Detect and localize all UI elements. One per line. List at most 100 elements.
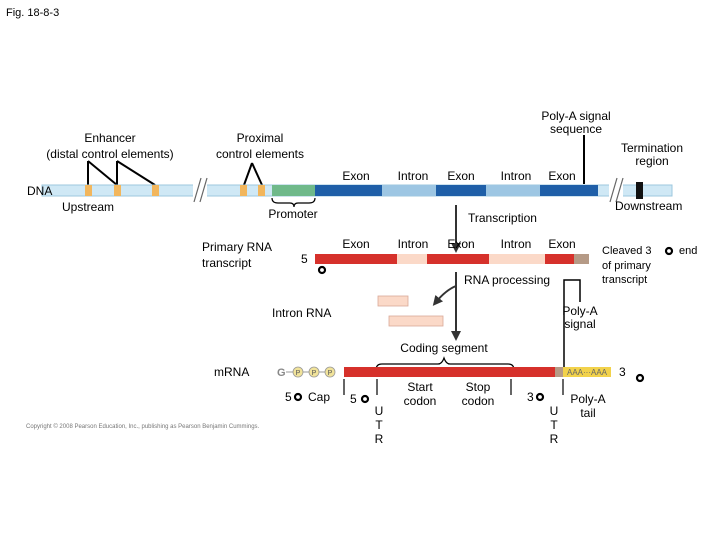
polya-sequence-dna — [584, 185, 598, 196]
dna-exon-label: Exon — [447, 169, 474, 183]
proximal-element — [258, 185, 265, 196]
intron-rna-label: Intron RNA — [272, 306, 331, 320]
proximal-label-sub: control elements — [216, 147, 304, 161]
exon-3-dna — [540, 185, 584, 196]
dna-label: DNA — [27, 184, 52, 198]
stop-codon-label-sub: codon — [462, 394, 495, 408]
rna-polya-signal — [574, 254, 589, 264]
enhancer-label: Enhancer — [84, 131, 135, 145]
intron-rna-fragment — [377, 295, 409, 307]
termination-label-sub: region — [635, 154, 668, 168]
mrna-three-end: 3 — [619, 365, 626, 379]
rna-exon-3 — [545, 254, 574, 264]
dna-intron-label: Intron — [501, 169, 532, 183]
five-utr-num: 5 — [350, 392, 357, 406]
cap-label: Cap — [308, 390, 330, 404]
rna-intron-2 — [489, 254, 545, 264]
enhancer-element — [114, 185, 121, 196]
five-utr — [344, 367, 377, 377]
rna-intron-label: Intron — [398, 237, 429, 251]
dna-intron-label: Intron — [398, 169, 429, 183]
downstream-label: Downstream — [615, 199, 682, 213]
proximal-element — [240, 185, 247, 196]
dna-exon-label: Exon — [548, 169, 575, 183]
intron-2-dna — [486, 185, 540, 196]
termination-region — [636, 182, 643, 199]
cleaved-label: Cleaved 3 — [602, 245, 652, 257]
start-codon-label-sub: codon — [404, 394, 437, 408]
cap-phosphate — [292, 366, 304, 378]
prime-mark-icon — [635, 373, 645, 383]
rna-exon-label: Exon — [447, 237, 474, 251]
three-utr-letter: U — [550, 404, 559, 418]
start-codon-label: Start — [407, 380, 433, 394]
rna-intron-1 — [397, 254, 427, 264]
rna-exon-label: Exon — [548, 237, 575, 251]
prime-mark-icon — [535, 392, 545, 402]
dna-break-left — [193, 177, 208, 203]
three-utr-letter: R — [550, 432, 559, 446]
dna-break-right — [609, 177, 624, 203]
polya-signal-label-sub: signal — [564, 317, 595, 331]
stop-codon-label: Stop — [466, 380, 491, 394]
transcription-label: Transcription — [468, 211, 537, 225]
intron-rna-fragment — [388, 315, 444, 327]
mrna-polya-signal — [555, 367, 563, 377]
polya-tail-text: AAA···AAA — [567, 368, 608, 377]
primary-rna-five-prime: 5 — [301, 252, 308, 266]
rna-exon-1 — [315, 254, 397, 264]
copyright-text: Copyright © 2008 Pearson Education, Inc.… — [26, 423, 260, 430]
cleaved-label-sub: of primary — [602, 260, 651, 272]
cap-phosphate — [324, 366, 336, 378]
rna-exon-2 — [427, 254, 489, 264]
enhancer-element — [152, 185, 159, 196]
intron-1-dna — [382, 185, 436, 196]
three-utr-letter: T — [550, 418, 558, 432]
mrna-ticks — [343, 379, 564, 395]
coding-region — [377, 367, 511, 377]
exon-1-dna — [315, 185, 382, 196]
three-utr — [511, 367, 555, 377]
five-utr-letter: R — [375, 432, 384, 446]
upstream-label: Upstream — [62, 200, 114, 214]
coding-segment-brace — [375, 356, 515, 371]
proximal-pointers — [243, 162, 263, 186]
primary-rna-label-sub: transcript — [202, 256, 252, 270]
primary-rna-label: Primary RNA — [202, 240, 272, 254]
prime-mark-icon — [664, 246, 674, 256]
promoter-region — [272, 185, 315, 196]
exon-2-dna — [436, 185, 486, 196]
polya-signal-label: Poly-A — [562, 304, 597, 318]
rna-processing-label: RNA processing — [464, 273, 550, 287]
rna-intron-label: Intron — [501, 237, 532, 251]
cap-g: G — [277, 367, 286, 379]
cap-five-num: 5 — [285, 390, 292, 404]
proximal-label: Proximal — [237, 131, 284, 145]
promoter-label: Promoter — [268, 207, 317, 221]
prime-mark-icon — [293, 392, 303, 402]
three-utr-num: 3 — [527, 390, 534, 404]
polya-tail-label: Poly-A — [570, 392, 605, 406]
polya-signal-pointer — [563, 279, 581, 372]
termination-label: Termination — [621, 141, 683, 155]
figure-tag: Fig. 18-8-3 — [6, 7, 59, 19]
enhancer-pointers — [87, 160, 156, 186]
polya-sequence-label-sub: sequence — [550, 122, 602, 136]
prime-mark-icon — [360, 394, 370, 404]
prime-mark-icon — [317, 265, 327, 275]
enhancer-element — [85, 185, 92, 196]
cap-phosphate — [308, 366, 320, 378]
five-utr-letter: U — [375, 404, 384, 418]
five-utr-letter: T — [375, 418, 383, 432]
coding-segment-label: Coding segment — [400, 341, 488, 355]
rna-exon-label: Exon — [342, 237, 369, 251]
polya-sequence-label: Poly-A signal — [541, 109, 610, 123]
mrna-label: mRNA — [214, 365, 249, 379]
enhancer-label-sub: (distal control elements) — [46, 147, 173, 161]
cap-p: P — [328, 370, 333, 377]
cleaved-label-end: end — [679, 245, 697, 257]
cap-p: P — [312, 370, 317, 377]
promoter-brace — [271, 197, 316, 208]
dna-exon-label: Exon — [342, 169, 369, 183]
intron-removal-arrow — [432, 285, 457, 306]
